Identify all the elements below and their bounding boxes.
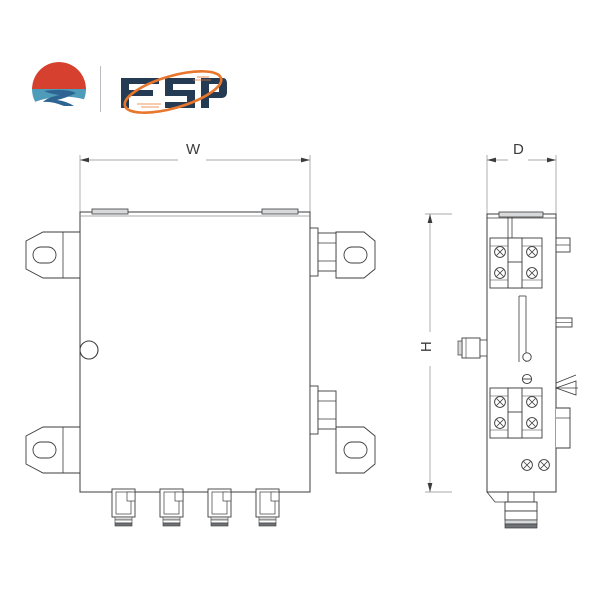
cable-gland-bottom-3	[207, 488, 232, 527]
circular-emblem-icon	[30, 60, 88, 118]
cable-gland-side	[457, 337, 488, 359]
lid-tab-left	[91, 208, 129, 215]
hinge-screw	[526, 246, 538, 258]
logo-bar	[30, 58, 230, 120]
screw	[538, 459, 550, 471]
dimension-label-width: W	[186, 141, 201, 158]
side-view	[425, 155, 578, 529]
hinge-screw	[494, 246, 506, 258]
screw	[521, 459, 533, 471]
side-lid-plate	[487, 211, 556, 238]
latch-upper	[555, 237, 571, 253]
hinge-screw	[494, 417, 506, 429]
hinge-screw	[526, 396, 538, 408]
hinge-screw	[526, 417, 538, 429]
hinge-screw	[494, 396, 506, 408]
hinge-screw	[526, 267, 538, 279]
cable-gland-bottom-2	[159, 488, 184, 527]
dimension-line-width	[79, 155, 311, 214]
hinge-screw	[494, 267, 506, 279]
side-face-screw	[521, 373, 533, 385]
slot-detail	[518, 295, 527, 362]
logo-divider	[100, 66, 101, 112]
side-vent-circle	[522, 352, 532, 362]
dimension-label-depth: D	[513, 141, 525, 158]
mounting-bracket-top-right	[335, 231, 376, 279]
fsp-wordmark-icon	[115, 60, 227, 118]
leader-arrows	[554, 374, 578, 396]
cable-gland-bottom-side	[504, 491, 538, 529]
enclosure-body-front	[79, 211, 311, 493]
mounting-bracket-top-left	[25, 231, 81, 279]
side-mount-plate	[556, 407, 571, 449]
dimension-line-height	[425, 213, 452, 493]
screw-pair-lower	[521, 459, 550, 471]
hinge-lower	[489, 387, 543, 439]
side-bottom-chamfer	[486, 491, 508, 503]
hinge-upper	[489, 237, 543, 289]
latch-lower	[555, 317, 573, 328]
cable-gland-right-lower	[309, 385, 337, 435]
mounting-bracket-bottom-left	[25, 426, 81, 474]
mounting-bracket-bottom-right	[335, 426, 376, 474]
cable-gland-bottom-4	[255, 488, 280, 527]
lid-tab-right	[261, 208, 299, 215]
cable-gland-right-upper	[309, 227, 337, 277]
cable-gland-bottom-1	[111, 488, 136, 527]
breather-vent-circle	[79, 340, 99, 360]
front-view	[25, 155, 376, 527]
dimension-line-depth	[486, 155, 557, 214]
